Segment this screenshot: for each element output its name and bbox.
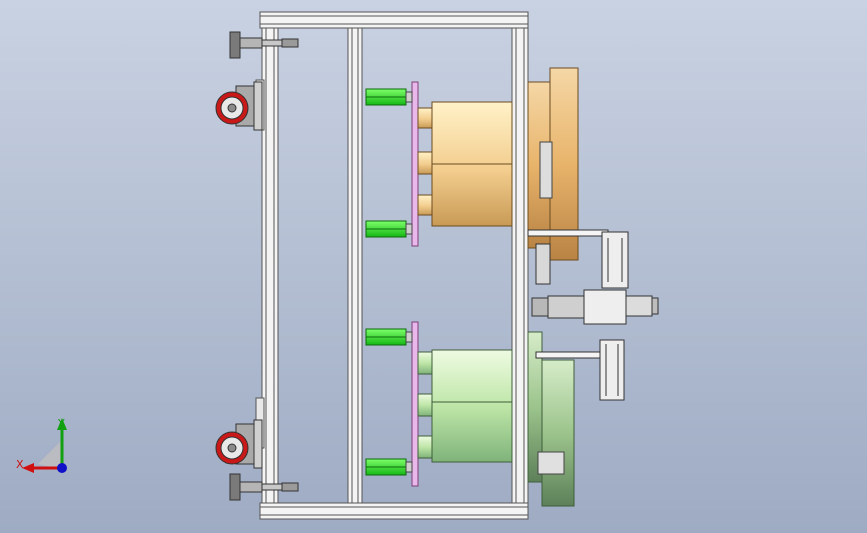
- guide-pad-3[interactable]: [365, 328, 413, 346]
- leveling-foot-bottom[interactable]: [229, 473, 299, 501]
- vertical-slide[interactable]: [601, 231, 629, 289]
- frame[interactable]: [255, 11, 529, 520]
- leveling-foot-top[interactable]: [229, 31, 299, 59]
- z-axis-dot: [57, 463, 67, 473]
- guide-pad-2[interactable]: [365, 220, 413, 238]
- actuator-assembly[interactable]: [527, 229, 659, 401]
- lower-cylinder[interactable]: [599, 339, 625, 401]
- drum-bottom[interactable]: [417, 331, 575, 507]
- caster-top[interactable]: [215, 81, 263, 131]
- guide-pad-4[interactable]: [365, 458, 413, 476]
- drum-top[interactable]: [417, 67, 579, 261]
- y-axis-label: Y: [57, 417, 65, 430]
- caster-bottom[interactable]: [215, 419, 263, 469]
- coordinate-triad: Y X: [16, 417, 67, 473]
- x-axis-label: X: [16, 458, 24, 471]
- frame-middle-post[interactable]: [347, 27, 363, 504]
- mounting-plate-top[interactable]: [411, 81, 419, 247]
- frame-right-post[interactable]: [511, 27, 529, 504]
- guide-pads[interactable]: [365, 88, 413, 476]
- frame-top-bar[interactable]: [259, 11, 529, 29]
- mounting-plate-bottom[interactable]: [411, 321, 419, 487]
- frame-bottom-bar[interactable]: [259, 502, 529, 520]
- guide-pad-1[interactable]: [365, 88, 413, 106]
- gripper-cylinder[interactable]: [583, 289, 627, 325]
